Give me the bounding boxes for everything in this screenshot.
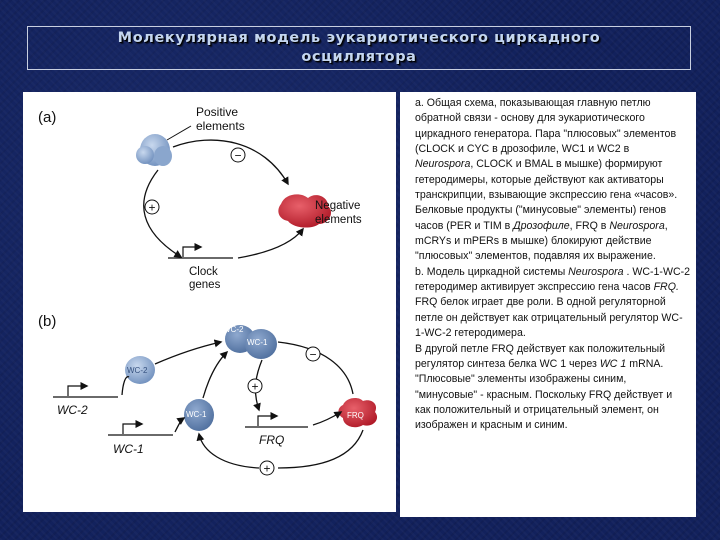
clock-genes-label-2: genes (189, 279, 221, 291)
complex-wc1-label: WC-1 (247, 338, 268, 347)
wc2-gene-promoter (68, 386, 87, 396)
negative-elements-label-1: Negative (315, 200, 360, 212)
arrow-clock-genes-to-negative (238, 229, 303, 258)
frq-gene-promoter (258, 416, 277, 426)
positive-elements-blob (136, 134, 172, 166)
positive-elements-label-1: Positive (196, 105, 238, 119)
description-part-b2: В другой петле FRQ действует как положит… (415, 342, 690, 434)
wc2-gene-label: WC-2 (57, 403, 88, 417)
panel-b-label: (b) (38, 313, 56, 330)
arrow-positive-to-negative (173, 140, 288, 184)
arrow-frq-gene-to-protein (313, 412, 341, 425)
arrow-wc2-to-complex (155, 342, 221, 364)
clock-gene-promoter (183, 247, 201, 257)
frq-gene-label: FRQ (259, 433, 284, 447)
positive-pointer-line (167, 126, 191, 140)
arrow-to-wc1 (199, 434, 259, 468)
minus-sign-b-text: − (309, 348, 316, 362)
wc1-gene-promoter (123, 424, 142, 434)
description-part-a: а. Общая схема, показывающая главную пет… (415, 96, 690, 265)
title-box: Молекулярная модель эукариотического цир… (27, 26, 691, 70)
slide-title: Молекулярная модель эукариотического цир… (59, 29, 659, 67)
arrow-wc1-to-complex (203, 352, 227, 398)
plus-sign-a-text: + (148, 201, 155, 215)
panel-a-label: (a) (38, 109, 56, 126)
plus-sign-b2-text: + (263, 462, 270, 476)
plus-sign-b-text: + (251, 380, 258, 394)
negative-elements-label-2: elements (315, 214, 362, 226)
description-panel: а. Общая схема, показывающая главную пет… (400, 92, 696, 517)
wc1-gene-label: WC-1 (113, 442, 144, 456)
positive-elements-label-2: elements (196, 119, 245, 133)
arc-frq-to-wc1 (278, 430, 363, 468)
description-part-b: b. Модель циркадной системы Neurospora .… (415, 265, 690, 342)
arrow-wc2-gene-to-protein (122, 377, 129, 395)
minus-sign-a-text: − (234, 149, 241, 163)
oscillator-diagram: (a) Positive elements − Negative element… (23, 92, 396, 512)
complex-wc2-label: WC-2 (223, 325, 244, 334)
frq-protein-label: FRQ (347, 411, 364, 420)
clock-genes-label-1: Clock (189, 266, 218, 278)
oscillator-figure: (a) Positive elements − Negative element… (23, 92, 396, 512)
arrow-wc1-gene-to-protein (175, 418, 184, 432)
wc2-free-label: WC-2 (127, 366, 148, 375)
wc1-free-label: WC-1 (186, 410, 207, 419)
